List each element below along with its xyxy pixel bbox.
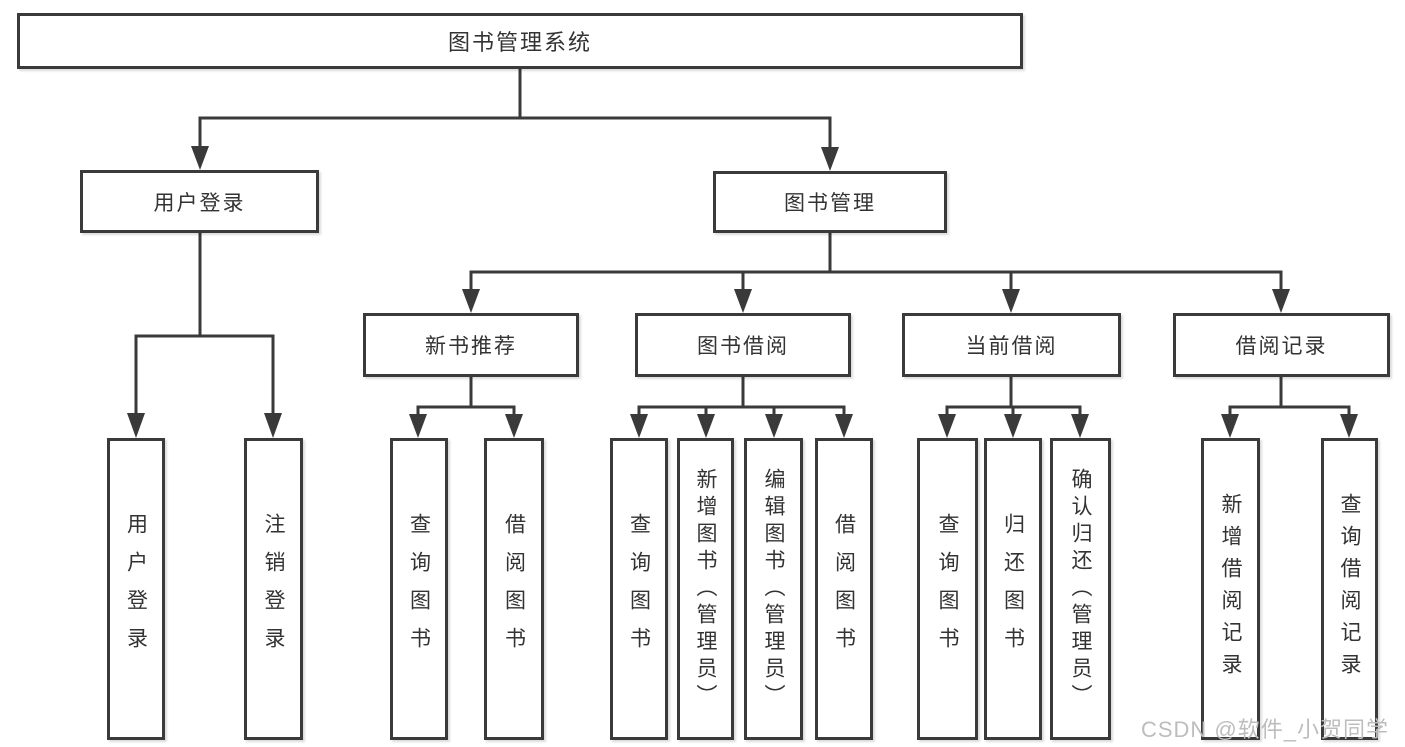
node-new-book-recommendation: 新书推荐 — [363, 313, 579, 377]
leaf-borrow-books-recommend: 借阅图书 — [484, 438, 544, 740]
leaf-query-books-borrow: 查询图书 — [610, 438, 668, 740]
leaf-confirm-return-admin: 确认归还（管理员） — [1050, 438, 1111, 740]
leaf-query-borrow-record: 查询借阅记录 — [1321, 438, 1378, 740]
leaf-add-borrow-record: 新增借阅记录 — [1201, 438, 1260, 740]
leaf-user-login: 用户登录 — [107, 438, 165, 740]
leaf-query-books-current: 查询图书 — [917, 438, 978, 740]
leaf-edit-books-admin: 编辑图书（管理员） — [744, 438, 803, 740]
leaf-borrow-books: 借阅图书 — [815, 438, 873, 740]
leaf-logout: 注销登录 — [244, 438, 303, 740]
node-current-borrowing: 当前借阅 — [902, 313, 1121, 377]
node-user-login-group: 用户登录 — [80, 170, 319, 233]
node-borrowing-records: 借阅记录 — [1173, 313, 1390, 377]
leaf-query-books-recommend: 查询图书 — [390, 438, 448, 740]
leaf-add-books-admin: 新增图书（管理员） — [677, 438, 734, 740]
node-library-management-system: 图书管理系统 — [17, 13, 1023, 69]
csdn-watermark: CSDN @软件_小贺同学 — [1140, 717, 1389, 742]
node-book-management: 图书管理 — [713, 171, 947, 233]
node-book-borrowing: 图书借阅 — [635, 313, 851, 377]
leaf-return-books: 归还图书 — [984, 438, 1042, 740]
